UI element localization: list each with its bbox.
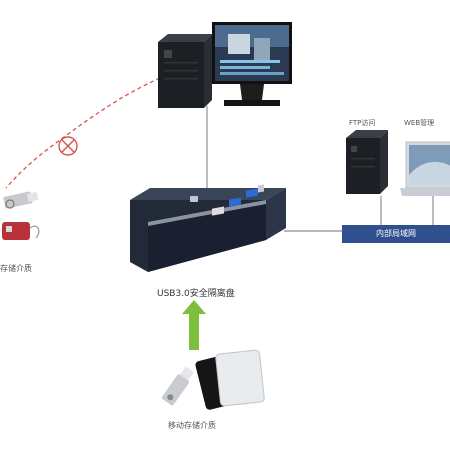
- blocked-connection-icon: [58, 136, 78, 156]
- monitor-icon: [212, 22, 292, 106]
- device-label: USB3.0安全隔离盘: [157, 289, 235, 299]
- ftp-server-icon: [346, 130, 388, 194]
- laptop-icon: [400, 141, 450, 196]
- arrow-up-icon: [182, 300, 206, 350]
- isolation-box-icon: [130, 184, 286, 272]
- storage-bottom-label: 移动存储介质: [168, 421, 216, 430]
- storage-left-label: 存储介质: [0, 264, 32, 273]
- usb-drive-icon: [161, 366, 194, 406]
- web-label: WEB管理: [404, 119, 435, 127]
- blocked-connection-line: [5, 77, 161, 189]
- connection-lines: [206, 106, 434, 232]
- lan-bar: 内部局域网: [342, 225, 450, 243]
- workstation-tower-icon: [158, 34, 212, 108]
- usb-drive-icon: [2, 191, 40, 240]
- external-hdd-icon: [195, 349, 265, 410]
- ftp-label: FTP访问: [349, 119, 376, 127]
